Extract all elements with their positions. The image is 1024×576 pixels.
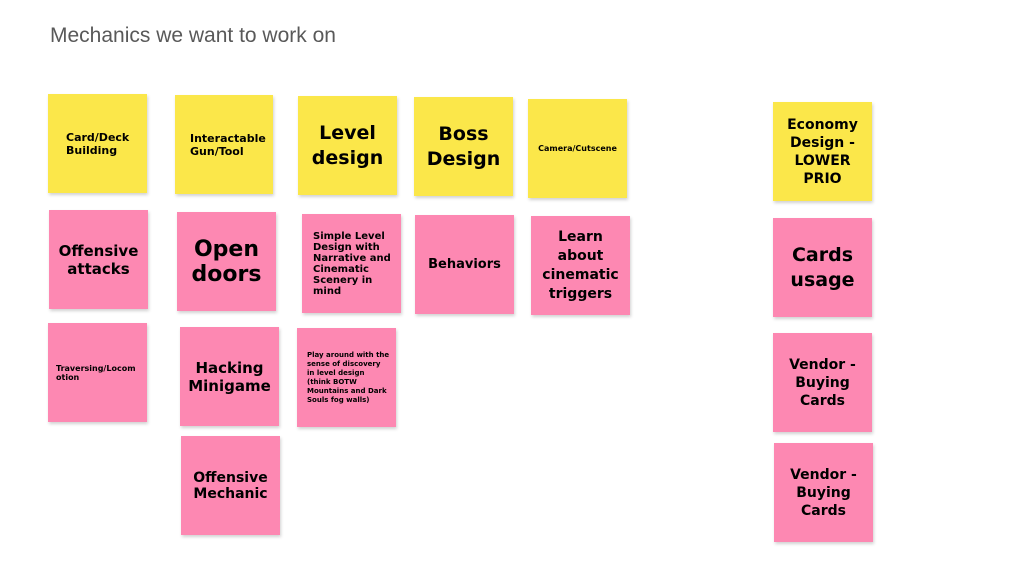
note-text: Learn about cinematic triggers — [542, 228, 619, 302]
sticky-note-behaviors[interactable]: Behaviors — [415, 215, 514, 314]
sticky-note-level-design[interactable]: Level design — [298, 96, 397, 195]
note-text: Interactable Gun/Tool — [190, 131, 266, 158]
note-text: Vendor - Buying Cards — [790, 466, 857, 519]
note-text: Level design — [311, 121, 384, 169]
note-text: Offensive attacks — [58, 241, 139, 278]
note-text: Camera/Cutscene — [538, 144, 617, 153]
note-text: Play around with the sense of discovery … — [307, 350, 390, 404]
sticky-note-hacking-minigame[interactable]: Hacking Minigame — [180, 327, 279, 426]
note-text: Cards usage — [790, 243, 855, 291]
note-text: Offensive Mechanic — [193, 469, 268, 502]
note-text: Card/Deck Building — [66, 130, 130, 157]
sticky-note-open-doors[interactable]: Open doors — [177, 212, 276, 311]
note-text: Economy Design - LOWER PRIO — [787, 116, 858, 187]
sticky-note-cards-usage[interactable]: Cards usage — [773, 218, 872, 317]
sticky-note-card-deck-building[interactable]: Card/Deck Building — [48, 94, 147, 193]
note-text: Hacking Minigame — [188, 358, 271, 395]
sticky-note-interactable-gun-tool[interactable]: Interactable Gun/Tool — [175, 95, 273, 194]
sticky-note-simple-level-design[interactable]: Simple Level Design with Narrative and C… — [302, 214, 401, 313]
note-text: Traversing/Locomotion — [56, 363, 136, 382]
note-text: Boss Design — [426, 122, 501, 170]
sticky-note-boss-design[interactable]: Boss Design — [414, 97, 513, 196]
slide-title: Mechanics we want to work on — [50, 24, 336, 47]
note-text: Simple Level Design with Narrative and C… — [313, 230, 391, 297]
sticky-note-offensive-attacks[interactable]: Offensive attacks — [49, 210, 148, 309]
sticky-note-vendor-buying-cards[interactable]: Vendor - Buying Cards — [773, 333, 872, 432]
note-text: Open doors — [191, 236, 262, 287]
sticky-note-learn-cinematic-triggers[interactable]: Learn about cinematic triggers — [531, 216, 630, 315]
note-text: Vendor - Buying Cards — [789, 356, 856, 409]
sticky-note-vendor-buying-cards[interactable]: Vendor - Buying Cards — [774, 443, 873, 542]
sticky-note-camera-cutscene[interactable]: Camera/Cutscene — [528, 99, 627, 198]
note-text: Behaviors — [428, 257, 501, 272]
sticky-note-economy-design[interactable]: Economy Design - LOWER PRIO — [773, 102, 872, 201]
sticky-note-play-around-discovery[interactable]: Play around with the sense of discovery … — [297, 328, 396, 427]
sticky-note-offensive-mechanic[interactable]: Offensive Mechanic — [181, 436, 280, 535]
sticky-note-traversing-locomotion[interactable]: Traversing/Locomotion — [48, 323, 147, 422]
